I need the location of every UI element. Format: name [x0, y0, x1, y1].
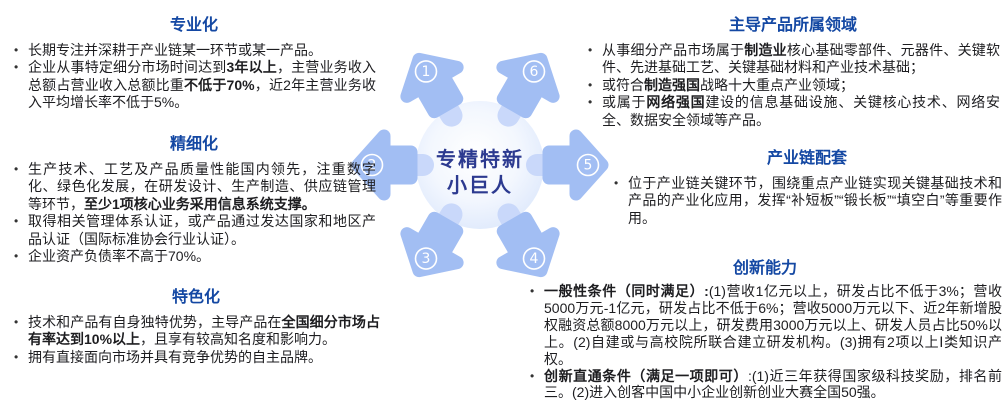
bullet-text-bold: 制造强国	[644, 76, 700, 93]
bullet-list: 位于产业链关键环节，围绕重点产业链实现关键基础技术和产品的产业化应用，发挥“补短…	[612, 175, 1002, 227]
list-item: 一般性条件（同时满足）:(1)营收1亿元以上，研发占比不低于3%；营收5000万…	[528, 283, 1002, 368]
section-title: 主导产品所属领域	[728, 17, 857, 34]
bullet-list: 技术和产品有自身独特优势，主导产品在全国细分市场占有率达到10%以上，且享有较高…	[12, 314, 380, 367]
section-innovation: 创新能力 一般性条件（同时满足）:(1)营收1亿元以上，研发占比不低于3%；营收…	[528, 259, 1002, 401]
section-title: 特色化	[171, 289, 220, 306]
list-item: 或属于网络强国建设的信息基础设施、关键核心技术、网络安全、数据安全领域等产品。	[586, 94, 1000, 129]
bullet-text-bold: 创新直通条件（满足一项即可）	[544, 367, 748, 384]
list-item: 创新直通条件（满足一项即可）:(1)近三年获得国家级科技奖励，排名前三。(2)进…	[528, 368, 1002, 402]
arrow-number: 4	[530, 251, 539, 267]
arrow-number-badge	[414, 60, 438, 83]
bullet-text: ，近2年主营业务收入平均增长率不低于5%。	[28, 76, 376, 111]
bullet-text-bold: 不低于70%	[184, 76, 255, 93]
center-title: 专精特新 小巨人	[400, 147, 560, 199]
bullet-text-bold: 一般性条件（同时满足）:	[544, 283, 709, 299]
section-specialization: 专业化 长期专注并深耕于产业链某一环节或某一产品。企业从事特定细分市场时间达到3…	[12, 16, 376, 112]
arrow-number: 6	[530, 64, 539, 80]
bullet-list: 长期专注并深耕于产业链某一环节或某一产品。企业从事特定细分市场时间达到3年以上，…	[12, 42, 376, 112]
bullet-text: 生产技术、工艺及产品质量性能国内领先，注重数字化、绿色化发展，在研发设计、生产制…	[28, 161, 376, 212]
bullet-text-bold: 制造业	[744, 42, 787, 58]
list-item: 长期专注并深耕于产业链某一环节或某一产品。	[12, 42, 376, 60]
bullet-text-bold: 3年以上	[226, 59, 277, 76]
arrow-6	[496, 52, 560, 127]
bullet-text-bold: 至少1项核心业务采用信息系统支撑。	[84, 195, 316, 212]
bullet-text: ，且享有较高知名度和影响力。	[140, 331, 337, 348]
bullet-text-bold: 网络强国	[646, 94, 706, 111]
bullet-text: 位于产业链关键环节，围绕重点产业链实现关键基础技术和产品的产业化应用，发挥“补短…	[628, 175, 1002, 226]
arrow-shape	[496, 211, 560, 278]
list-item: 生产技术、工艺及产品质量性能国内领先，注重数字化、绿色化发展，在研发设计、生产制…	[12, 161, 376, 213]
arrow-shape	[400, 211, 464, 278]
list-item: 从事细分产品市场属于制造业核心基础零部件、元器件、关键软件、先进基础工艺、关键基…	[586, 42, 1000, 77]
arrow-number: 1	[422, 64, 431, 80]
arrow-shape	[496, 52, 560, 119]
center-title-line2: 小巨人	[447, 175, 513, 197]
list-item: 取得相关管理体系认证，或产品通过发达国家和地区产品认证（国际标准协会行业认证）。	[12, 213, 376, 248]
arrow-shape	[400, 52, 464, 119]
section-title: 精细化	[169, 136, 218, 153]
bullet-text: 长期专注并深耕于产业链某一环节或某一产品。	[28, 42, 322, 58]
bullet-text: :(1)近三年获得国家级科技奖励，排名前三。(2)进入创客中国中小企业创新创业大…	[544, 367, 1003, 401]
center-title-line1: 专精特新	[436, 149, 524, 171]
bullet-text: 从事细分产品市场属于	[602, 42, 745, 58]
arrow-3	[400, 203, 464, 278]
bullet-text: 或符合	[602, 76, 644, 93]
list-item: 或符合制造强国战略十大重点产业领域；	[586, 76, 1000, 95]
list-item: 位于产业链关键环节，围绕重点产业链实现关键基础技术和产品的产业化应用，发挥“补短…	[612, 175, 1002, 227]
arrow-shape	[542, 129, 609, 201]
section-product-field: 主导产品所属领域 从事细分产品市场属于制造业核心基础零部件、元器件、关键软件、先…	[586, 16, 1000, 129]
arrow-number-badge	[576, 153, 600, 177]
arrow-5	[526, 129, 609, 201]
bullet-text: 战略十大重点产业领域；	[700, 76, 854, 93]
bullet-text: 或属于	[602, 94, 647, 111]
arrow-number: 5	[584, 158, 593, 174]
center-circle	[416, 101, 544, 229]
section-industry-chain: 产业链配套 位于产业链关键环节，围绕重点产业链实现关键基础技术和产品的产业化应用…	[612, 149, 1002, 227]
section-title: 专业化	[169, 17, 218, 34]
bullet-text: 建设的信息基础设施、关键核心技术、网络安全、数据安全领域等产品。	[602, 94, 1001, 128]
arrow-number-badge	[522, 247, 546, 270]
section-title: 产业链配套	[766, 150, 847, 167]
section-title: 创新能力	[732, 260, 797, 277]
list-item: 企业资产负债率不高于70%。	[12, 248, 376, 266]
section-distinctiveness: 特色化 技术和产品有自身独特优势，主导产品在全国细分市场占有率达到10%以上，且…	[12, 288, 380, 367]
bullet-text-bold: 全国细分市场占有率达到10%以上	[28, 314, 380, 348]
bullet-text: 核心基础零部件、元器件、关键软件、先进基础工艺、关键基础材料和产业技术基础；	[602, 42, 1001, 76]
arrow-number: 3	[422, 251, 431, 267]
bullet-text: 取得相关管理体系认证，或产品通过发达国家和地区产品认证（国际标准协会行业认证）。	[28, 213, 376, 247]
list-item: 技术和产品有自身独特优势，主导产品在全国细分市场占有率达到10%以上，且享有较高…	[12, 314, 380, 349]
bullet-text: (1)营收1亿元以上，研发占比不低于3%；营收5000万元-1亿元，研发占比不低…	[544, 283, 1002, 367]
arrow-4	[496, 203, 560, 278]
bullet-text: ，主营业务收入总额占营业收入总额比重	[28, 59, 377, 93]
bullet-text: 企业资产负债率不高于70%。	[28, 248, 211, 265]
list-item: 企业从事特定细分市场时间达到3年以上，主营业务收入总额占营业收入总额比重不低于7…	[12, 59, 376, 111]
arrow-1	[400, 52, 464, 127]
arrow-number-badge	[414, 247, 438, 270]
bullet-list: 生产技术、工艺及产品质量性能国内领先，注重数字化、绿色化发展，在研发设计、生产制…	[12, 161, 376, 266]
bullet-text: 企业从事特定细分市场时间达到	[28, 59, 227, 76]
bullet-list: 从事细分产品市场属于制造业核心基础零部件、元器件、关键软件、先进基础工艺、关键基…	[586, 42, 1000, 129]
list-item: 拥有直接面向市场并具有竞争优势的自主品牌。	[12, 348, 380, 367]
bullet-list: 一般性条件（同时满足）:(1)营收1亿元以上，研发占比不低于3%；营收5000万…	[528, 283, 1002, 401]
section-refinement: 精细化 生产技术、工艺及产品质量性能国内领先，注重数字化、绿色化发展，在研发设计…	[12, 135, 376, 266]
bullet-text: 技术和产品有自身独特优势，主导产品在	[28, 314, 282, 330]
bullet-text: 拥有直接面向市场并具有竞争优势的自主品牌。	[28, 348, 322, 365]
arrow-number-badge	[522, 60, 546, 83]
